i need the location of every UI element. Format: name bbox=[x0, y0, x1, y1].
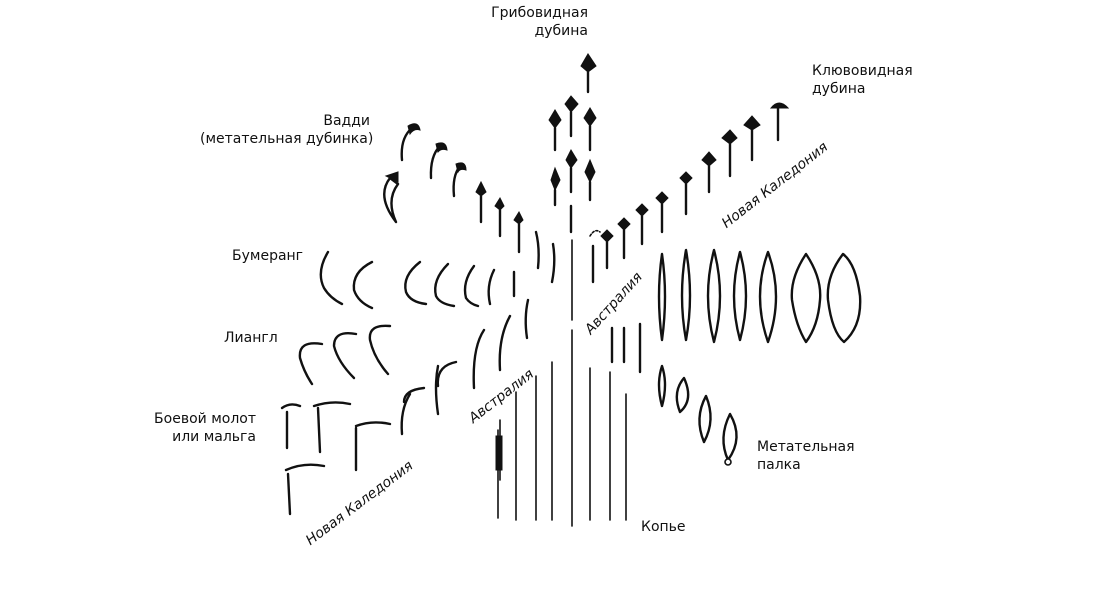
mushroom-club-label: Грибовидная дубина bbox=[470, 4, 588, 40]
liangle bbox=[298, 342, 324, 386]
throwing-stick-group bbox=[657, 364, 738, 466]
beak-club bbox=[617, 217, 631, 260]
beak-club-label-line: дубина bbox=[812, 81, 866, 97]
throwing-stick bbox=[657, 364, 667, 408]
beak-club-label-line: Клювовидная bbox=[812, 63, 913, 79]
war-hammer-label: Боевой молот или мальга bbox=[140, 410, 256, 446]
war-hammer bbox=[280, 403, 302, 410]
beak-club bbox=[701, 151, 717, 194]
mushroom-club-group bbox=[548, 53, 597, 234]
boomerang bbox=[319, 250, 344, 306]
mushroom-club-label-line: дубина bbox=[534, 23, 588, 39]
mushroom-club bbox=[550, 166, 561, 207]
beak-club bbox=[635, 203, 649, 246]
shield-group bbox=[657, 248, 862, 344]
beak-club bbox=[743, 115, 761, 162]
waddy-group bbox=[383, 123, 556, 284]
mushroom-club bbox=[548, 109, 562, 152]
mushroom-club bbox=[565, 148, 578, 194]
throwing-stick-label: Метательная палка bbox=[757, 438, 855, 474]
war-hammer-group bbox=[280, 401, 392, 516]
beak-club-group bbox=[589, 102, 790, 284]
boomerang-group bbox=[319, 250, 516, 310]
waddy-label: Вадди (метательная дубинка) bbox=[200, 112, 374, 148]
waddy-label-line: (метательная дубинка) bbox=[200, 131, 374, 147]
beak-club bbox=[679, 171, 693, 216]
liangle-group bbox=[298, 298, 530, 436]
war-hammer-label-line: Боевой молот bbox=[154, 411, 256, 427]
throwing-stick-label-line: Метательная bbox=[757, 439, 855, 455]
waddy-label-line: Вадди bbox=[323, 113, 370, 129]
liangle-label: Лиангл bbox=[224, 330, 278, 346]
mushroom-club bbox=[583, 107, 597, 152]
shield bbox=[657, 252, 667, 342]
spear-group bbox=[495, 239, 642, 527]
war-hammer-label-line: или мальга bbox=[172, 429, 256, 445]
beak-club bbox=[655, 191, 669, 234]
beak-club-label: Клювовидная дубина bbox=[812, 62, 913, 98]
mushroom-club-top bbox=[580, 53, 597, 94]
throwing-stick-label-line: палка bbox=[757, 457, 801, 473]
beak-club bbox=[600, 229, 614, 270]
mushroom-club-label-line: Грибовидная bbox=[491, 5, 588, 21]
mushroom-club bbox=[584, 158, 596, 202]
beak-club bbox=[769, 102, 790, 142]
mushroom-club bbox=[564, 95, 579, 138]
boomerang-label: Бумеранг bbox=[232, 248, 304, 264]
spear-label: Копье bbox=[641, 519, 686, 535]
beak-club bbox=[721, 129, 738, 178]
